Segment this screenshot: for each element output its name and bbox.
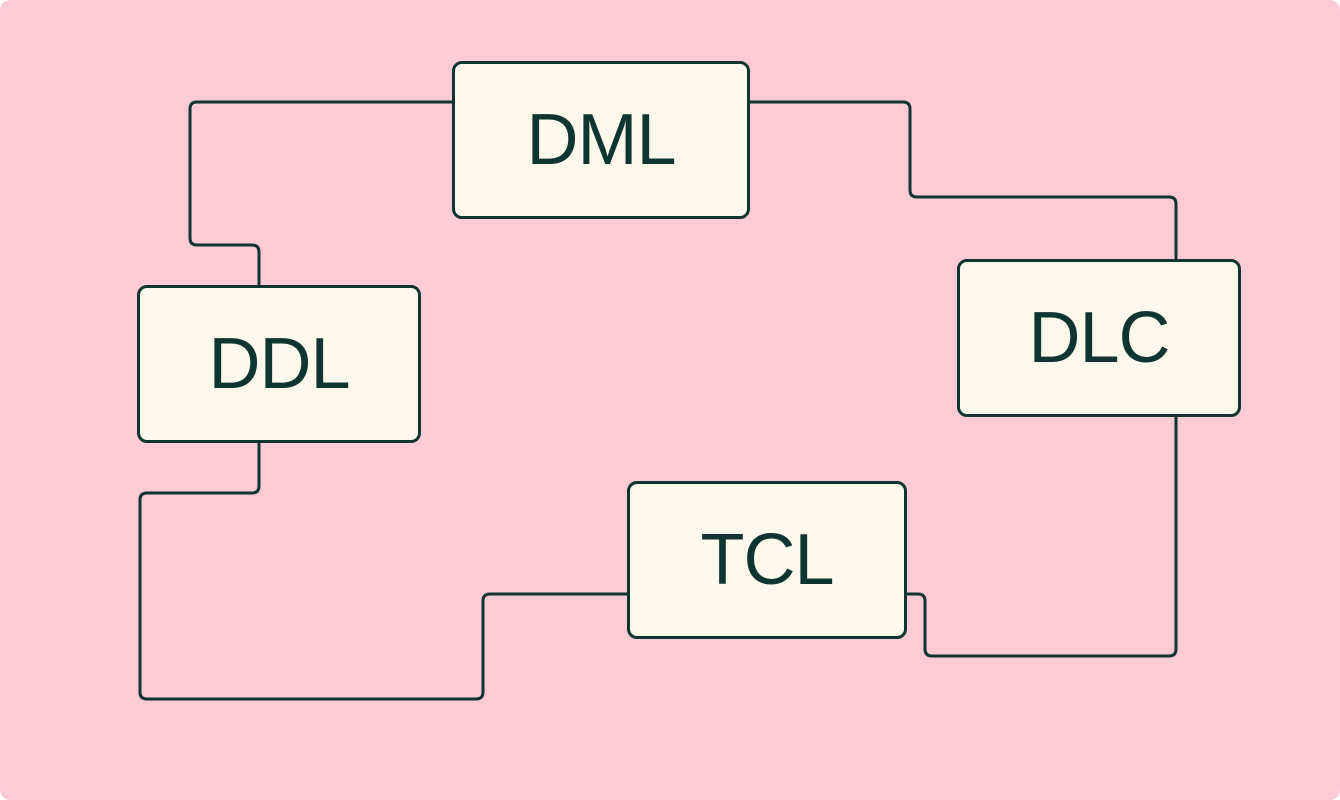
node-label-tcl: TCL [700,520,834,600]
connector-ddl-tcl [138,441,629,701]
node-label-dlc: DLC [1028,298,1170,378]
node-label-ddl: DDL [208,324,350,404]
connector-dml-ddl [188,100,454,287]
connector-dml-dlc [748,100,1178,261]
connector-dlc-tcl [905,415,1178,658]
node-dml[interactable]: DML [452,61,750,219]
node-label-dml: DML [526,100,676,180]
node-tcl[interactable]: TCL [627,481,907,639]
node-ddl[interactable]: DDL [137,285,421,443]
node-dlc[interactable]: DLC [957,259,1241,417]
